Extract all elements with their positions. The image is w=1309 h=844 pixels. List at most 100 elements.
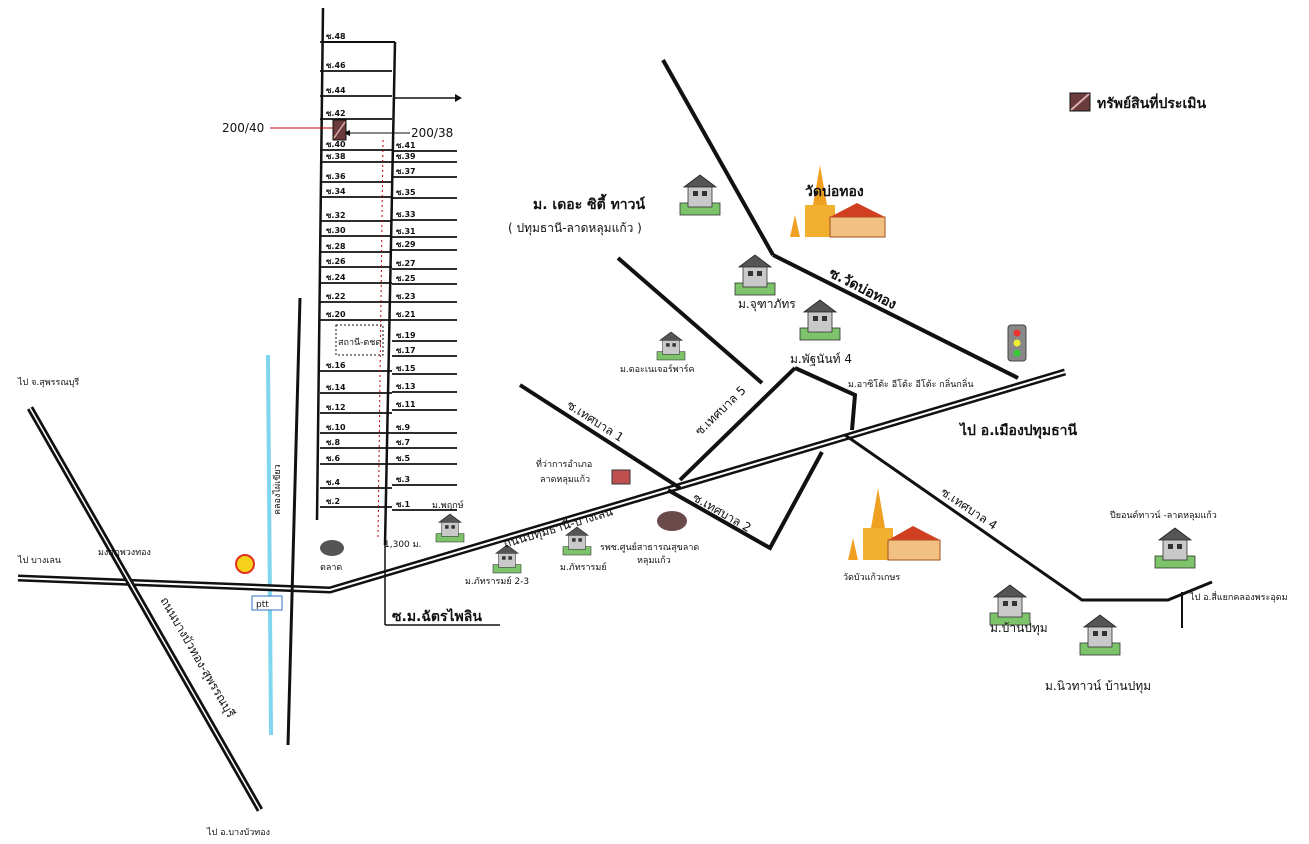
soi-label-right: ซ.3 (396, 475, 410, 484)
soi-label-left: ซ.28 (326, 242, 346, 251)
soi-label-left: ซ.4 (326, 478, 340, 487)
soi-label-left: ซ.32 (326, 211, 346, 220)
road-tessaban5-upper (616, 256, 764, 385)
soi-label-right: ซ.11 (396, 400, 416, 409)
dir-banglen: ไป บางเลน (17, 555, 61, 566)
traffic-light-green (1013, 349, 1021, 357)
arrow-head (455, 94, 462, 102)
canal-road (286, 297, 302, 746)
soi-label-right: ซ.21 (396, 310, 416, 319)
soi-label-left: ซ.48 (326, 32, 346, 41)
road-tessaban1 (518, 383, 682, 490)
amphur-sub: ลาดหลุมแก้ว (540, 474, 590, 485)
legend-label: ทรัพย์สินที่ประเมิน (1097, 93, 1206, 112)
village-new-town-label: ม.นิวทาวน์ บ้านปทุม (1045, 679, 1151, 694)
soi-label-left: ซ.44 (326, 86, 346, 95)
plot-hatch (333, 121, 346, 139)
tessaban4-label: ซ.เทศบาล 4 (938, 485, 1000, 533)
market-label: ตลาด (320, 563, 342, 573)
soi-label-left: ซ.16 (326, 361, 346, 370)
soi-spine-left (315, 7, 325, 521)
village-pat-label: ม.พัฐนันท์ 4 (790, 352, 852, 366)
ptt-icon (251, 595, 283, 611)
hospital-label: รพช.ศูนย์สาธารณสุขลาด (600, 541, 699, 553)
tessaban2-label: ซ.เทศบาล 2 (691, 490, 754, 534)
canal-label: คลองไผ่เขียว (272, 464, 283, 515)
soi-label-left: ซ.22 (326, 292, 346, 301)
plot-right-label: 200/38 (411, 126, 453, 140)
soi-labels-right: ซ.41ซ.39ซ.37ซ.35ซ.33ซ.31ซ.29ซ.27ซ.25ซ.23… (396, 141, 416, 509)
soi-label-right: ซ.31 (396, 227, 416, 236)
soi-label-right: ซ.1 (396, 500, 410, 509)
soi-spine-right (383, 41, 397, 546)
legend-hatch (1070, 93, 1090, 111)
soi-label-right: ซ.13 (396, 382, 416, 391)
soi-label-left: ซ.24 (326, 273, 346, 282)
soi-label-left: ซ.10 (326, 423, 346, 432)
soi-label-left: ซ.12 (326, 403, 346, 412)
soi-label-left: ซ.2 (326, 497, 340, 506)
amphur-icon (611, 469, 631, 485)
house-icon (734, 254, 776, 296)
distance-label: 1,300 ม. (384, 540, 421, 550)
road-wat-lower (772, 253, 1019, 380)
soi-label-right: ซ.33 (396, 210, 416, 219)
village-citi-label: ม. เดอะ ซิตี้ ทาวน์ (533, 193, 646, 213)
soi-label-right: ซ.39 (396, 152, 416, 161)
soi-label-left: ซ.8 (326, 438, 340, 447)
village-ban-pathum-label: ม.บ้านปทุม (990, 621, 1048, 636)
soi-label-left: ซ.40 (326, 140, 346, 149)
soi-label-left: ซ.42 (326, 109, 346, 118)
hospital-sub: หลุมแก้ว (637, 555, 671, 566)
temple-icon (848, 488, 941, 561)
police-label: สถานี-ตชด (338, 337, 381, 348)
house-icon (656, 331, 686, 361)
dir-bang-phun: ไป อ.สี่แยกคลองพระอุดม (1189, 590, 1288, 603)
cross-road-center (29, 407, 261, 811)
soi-label-right: ซ.17 (396, 346, 416, 355)
road-tessaban4 (844, 433, 1213, 602)
house-icon (679, 174, 721, 216)
soi-label-left: ซ.30 (326, 226, 346, 235)
road-tessaban2 (667, 451, 824, 551)
soi-label-right: ซ.9 (396, 423, 410, 432)
soi-label-left: ซ.20 (326, 310, 346, 319)
village-jutha-label: ม.จุฑาภัทร (738, 297, 796, 312)
soi-label-right: ซ.5 (396, 454, 410, 463)
amphur-label: ที่ว่าการอำเภอ (536, 457, 592, 470)
soi-label-left: ซ.36 (326, 172, 346, 181)
village-prakan-label: มงกุฎพวงทอง (98, 548, 151, 558)
ptt-label: ptt (256, 600, 269, 610)
road-loop (794, 366, 858, 431)
hospital-icon (657, 511, 687, 531)
road-wat-upper (661, 59, 775, 256)
soi-label-left: ซ.46 (326, 61, 346, 70)
village-asia-label: ม.อาซิโต้ะ อีโต้ะ อีโต้ะ กลิ่นกลิ่น (848, 377, 974, 390)
canal-line (266, 354, 273, 736)
house-icon (799, 299, 841, 341)
dir-pathum: ไป อ.เมืองปทุมธานี (958, 421, 1078, 439)
soi-label-left: ซ.14 (326, 383, 346, 392)
soi-label-right: ซ.41 (396, 141, 416, 150)
market-icon (320, 540, 344, 556)
house-icon (492, 544, 522, 574)
soi-labels-left: ซ.48ซ.46ซ.44ซ.42ซ.40ซ.38ซ.36ซ.34ซ.32ซ.30… (326, 32, 346, 506)
soi-label-left: ซ.26 (326, 257, 346, 266)
main-road-center (17, 371, 1066, 592)
wat-bothong-label: วัดบ่อทอง (805, 184, 864, 200)
wat-bua-label: วัดบัวแก้วเกษร (843, 572, 900, 583)
main-road-label: ถนนปทุมธานี-บางเลน (502, 504, 615, 552)
soi-label-right: ซ.25 (396, 274, 416, 283)
house-icon (435, 513, 465, 543)
house-icon (1079, 614, 1121, 656)
village-patra-label: ม.ภัทรารมย์ (560, 561, 607, 573)
soi-label-right: ซ.37 (396, 167, 416, 176)
dotted-lot (335, 324, 384, 356)
soi-label-left: ซ.6 (326, 454, 340, 463)
road-tessaban5 (678, 366, 797, 482)
soi-label-right: ซ.27 (396, 259, 416, 268)
house-icon (989, 584, 1031, 626)
traffic-light-red (1013, 329, 1021, 337)
